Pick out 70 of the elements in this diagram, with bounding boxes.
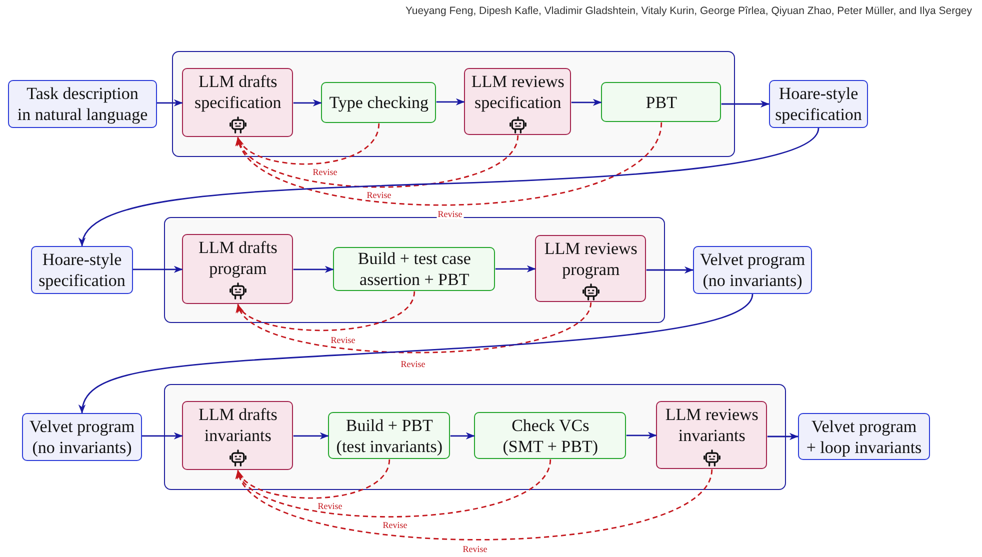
step-text: LLM drafts program [198,237,278,280]
curved-arrow [80,128,820,246]
artifact-box [693,246,812,294]
artifact-box [22,413,142,461]
author-list: Yueyang Feng, Dipesh Kafle, Vladimir Gladshtein, Vitaly Kurin, George Pîrlea, Qiyuan Zhao, Peter Müller, and Ilya Sergey [405,5,972,18]
check-step-box [601,82,722,122]
stage-panel [164,217,665,323]
edge-label: Revise [462,544,488,554]
step-text: LLM reviews program [544,238,638,280]
edge-label: Revise [312,167,338,177]
arrow [450,432,475,440]
step-text: PBT [646,92,677,113]
arrow [571,98,602,106]
dashed-arrow [237,123,380,165]
arrow [495,265,536,272]
dashed-arrow [237,469,713,540]
step-text: LLM drafts invariants [198,404,278,446]
llm-step-box [535,235,646,302]
check-step-box [328,412,450,460]
arrow [626,432,657,439]
artifact-box [798,413,930,460]
step-text: LLM reviews invariants [665,404,758,446]
dashed-arrow [237,122,662,206]
artifact-text: Hoare-style specification [38,249,126,291]
dashed-arrow [237,459,390,499]
artifact-text: Velvet program + loop invariants [806,416,922,458]
arrow [293,432,329,440]
arrow [293,99,322,106]
curved-arrow [80,294,754,414]
artifact-text: Task description in natural language [17,83,148,125]
arrow [157,99,183,106]
check-step-box [333,247,496,292]
arrow [133,266,183,273]
arrow [436,98,465,106]
artifact-text: Velvet program (no invariants) [700,249,806,291]
llm-step-box [182,68,294,138]
step-text: Build + PBT (test invariants) [336,414,442,457]
llm-step-box [182,401,294,470]
artifact-box [31,246,133,294]
edge-label: Revise [316,501,344,511]
dashed-arrow [237,291,416,331]
check-step-box [321,82,436,124]
edge-label: Revise [366,190,392,200]
arrow [721,100,770,108]
check-step-box [474,412,626,460]
arrow [646,266,694,274]
edge-label: Revise [436,209,464,219]
artifact-text: Hoare-style specification [775,83,862,125]
stage-panel [164,384,786,490]
edge-label: Revise [330,335,356,345]
artifact-box [8,80,157,128]
dashed-arrow [237,135,519,188]
llm-step-box [464,68,572,136]
dashed-arrow [237,459,552,518]
stage-panel [172,51,735,157]
step-text: Build + test case assertion + PBT [358,248,471,290]
dashed-arrow [237,302,592,354]
artifact-text: Velvet program (no invariants) [29,416,135,458]
step-text: LLM drafts specification [194,71,282,114]
arrow [142,432,183,440]
arrow [293,266,334,273]
edge-label: Revise [382,520,408,530]
llm-step-box [656,401,768,470]
artifact-box [769,80,868,128]
step-text: Type checking [329,92,429,114]
step-text: LLM reviews specification [471,71,564,114]
llm-step-box [182,234,294,304]
arrow [767,432,798,440]
step-text: Check VCs (SMT + PBT) [502,414,598,457]
edge-label: Revise [400,359,426,369]
